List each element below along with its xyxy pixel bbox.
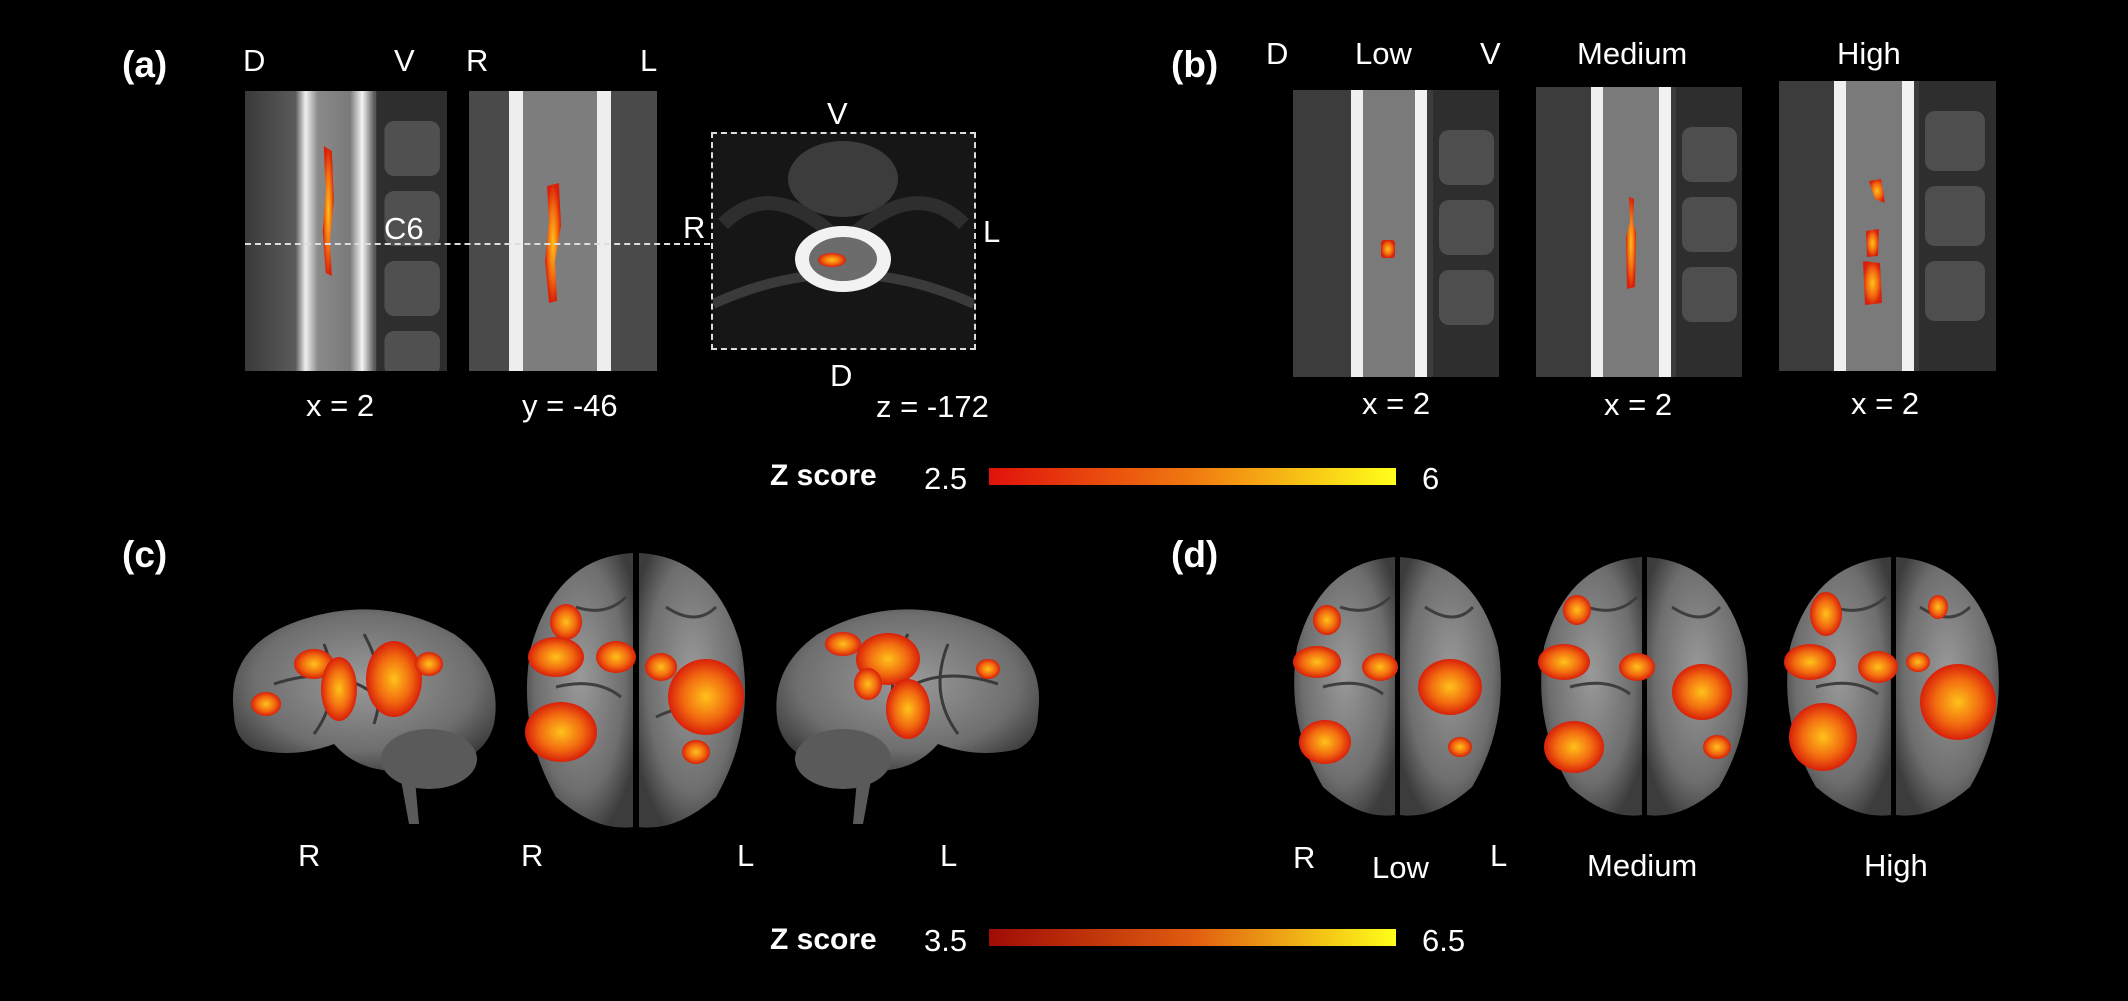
- sagittal-cord-high-image: [1779, 81, 1996, 371]
- colorbar-top-bar: [989, 468, 1396, 485]
- brain-left-lateral-image: [768, 584, 1058, 824]
- brain-c-r-label-2: R: [521, 838, 544, 873]
- axial-r-label: R: [683, 210, 706, 245]
- coord-high-label: x = 2: [1851, 386, 1920, 421]
- brain-c-r-label-1: R: [298, 838, 321, 873]
- panel-b-label: (b): [1171, 44, 1219, 85]
- axial-d-label: D: [830, 358, 853, 393]
- brain-top-low-image: [1285, 552, 1510, 824]
- condition-low-label: Low: [1355, 36, 1412, 71]
- colorbar-bottom-min: 3.5: [924, 923, 968, 958]
- coord-y-label: y = -46: [522, 388, 618, 423]
- panel-a-label: (a): [122, 44, 168, 85]
- axial-cord-image: [711, 132, 976, 350]
- coord-x-label: x = 2: [306, 388, 375, 423]
- condition-high-label: High: [1837, 36, 1901, 71]
- orient-d-label-b: D: [1266, 36, 1289, 71]
- panel-d-label: (d): [1171, 534, 1219, 575]
- sagittal-cord-image: [245, 91, 447, 371]
- brain-d-l-label: L: [1490, 838, 1508, 873]
- brain-d-low-label: Low: [1372, 850, 1429, 885]
- brain-top-medium-image: [1532, 552, 1757, 824]
- orient-d-label: D: [243, 43, 266, 78]
- colorbar-top-max: 6: [1422, 461, 1440, 496]
- brain-top-view-image: [516, 547, 756, 836]
- colorbar-bottom-max: 6.5: [1422, 923, 1466, 958]
- axial-v-label: V: [827, 96, 848, 131]
- sagittal-cord-low-image: [1293, 90, 1499, 377]
- axial-l-label: L: [983, 214, 1001, 249]
- colorbar-top-min: 2.5: [924, 461, 968, 496]
- coronal-cord-image: [469, 91, 657, 371]
- orient-v-label: V: [394, 43, 415, 78]
- panel-c-label: (c): [122, 534, 168, 575]
- brain-d-r-label: R: [1293, 840, 1316, 875]
- colorbar-bottom-bar: [989, 929, 1396, 946]
- colorbar-top-title: Z score: [770, 459, 877, 492]
- coord-low-label: x = 2: [1362, 386, 1431, 421]
- orient-r-label: R: [466, 43, 489, 78]
- coord-medium-label: x = 2: [1604, 387, 1673, 422]
- brain-c-l-label-1: L: [737, 838, 755, 873]
- c6-level-line: [245, 243, 710, 245]
- brain-d-medium-label: Medium: [1587, 848, 1698, 883]
- sagittal-cord-medium-image: [1536, 87, 1742, 377]
- orient-v-label-b: V: [1480, 36, 1501, 71]
- orient-l-label: L: [640, 43, 658, 78]
- brain-c-l-label-2: L: [940, 838, 958, 873]
- brain-right-lateral-image: [214, 584, 504, 824]
- c6-level-label: C6: [384, 211, 424, 246]
- brain-top-high-image: [1778, 552, 2008, 824]
- brain-d-high-label: High: [1864, 848, 1928, 883]
- coord-z-label: z = -172: [876, 389, 989, 424]
- colorbar-bottom-title: Z score: [770, 923, 877, 956]
- condition-medium-label: Medium: [1577, 36, 1688, 71]
